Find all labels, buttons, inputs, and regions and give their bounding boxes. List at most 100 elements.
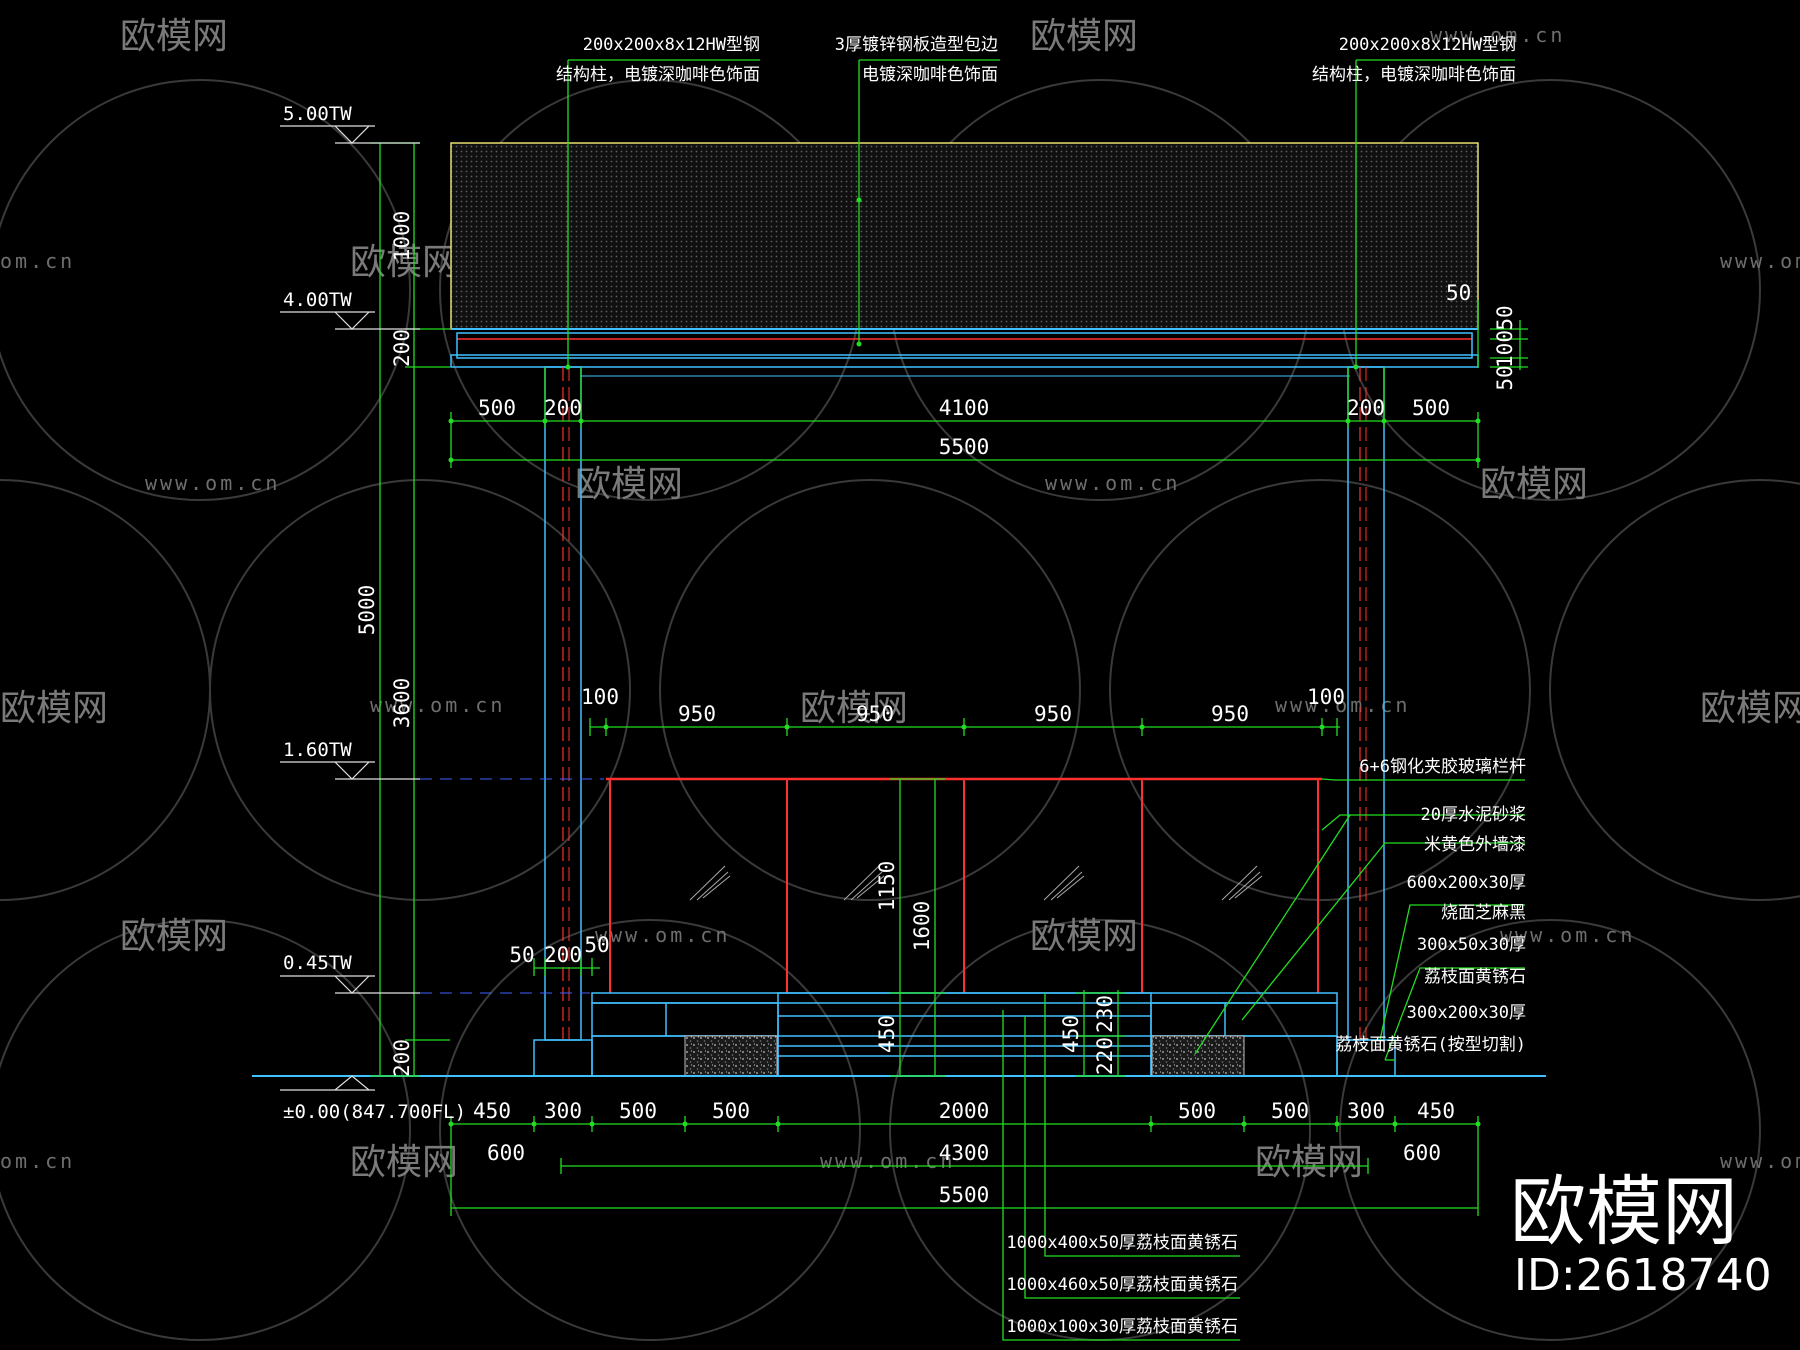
dim-glass-950-2: 950 [856,702,894,726]
wm-brand: 欧模网 [350,242,458,283]
note-granite1-2: 烧面芝麻黑 [1441,903,1526,923]
wm-url: www.om.cn [1045,471,1180,495]
wm-brand: 欧模网 [1700,688,1800,729]
dim-col-200: 200 [544,943,582,967]
dim-bot-4300: 4300 [939,1141,990,1165]
dim-200-bottom: 200 [390,1039,414,1077]
note-step3: 1000x100x30厚荔枝面黄锈石 [1006,1317,1238,1337]
note-mortar-1: 20厚水泥砂浆 [1421,805,1526,825]
dim-top-500-right: 500 [1412,396,1450,420]
wm-brand: 欧模网 [575,464,683,505]
dimension-lines [370,59,1528,1341]
dim-1150: 1150 [875,861,899,912]
dim-top-200-left: 200 [544,396,582,420]
dim-right-50b: 50 [1493,305,1517,330]
dim-1600: 1600 [910,901,934,952]
dim-right-50: 50 [1446,281,1471,305]
wm-url: www.om.cn [145,471,280,495]
wm-id-label: ID:2618740 [1514,1250,1772,1301]
dim-230: 230 [1093,995,1117,1033]
dim-bot-500-3: 500 [1178,1099,1216,1123]
dim-glass-950-4: 950 [1211,702,1249,726]
note-galv-plate-2: 电镀深咖啡色饰面 [862,65,998,85]
granite-fill-left [684,1035,778,1077]
wm-brand: 欧模网 [1030,16,1138,57]
watermark-texts: 欧模网 欧模网 www.om.cn om.cn 欧模网 www.om.cn 欧模… [0,16,1800,1183]
left-column [533,366,593,1077]
wm-url: www.om.cn [1720,1149,1800,1173]
dim-glass-100-left: 100 [581,685,619,709]
note-granite2-2: 荔枝面黄锈石 [1424,967,1526,987]
dim-1000: 1000 [390,211,414,262]
dim-bot-450-right: 450 [1417,1099,1455,1123]
dim-top-500-left: 500 [478,396,516,420]
level-rail-top: 1.60TW [283,739,352,761]
note-glass-rail: 6+6钢化夹胶玻璃栏杆 [1359,757,1526,777]
dim-top-4100: 4100 [939,396,990,420]
dim-bot-500-1: 500 [619,1099,657,1123]
wm-brand: 欧模网 [350,1142,458,1183]
wm-brand: 欧模网 [120,916,228,957]
wm-url: www.om.cn [820,1149,955,1173]
dim-450-step: 450 [1059,1015,1083,1053]
dim-top-5500: 5500 [939,435,990,459]
dim-col-50-left: 50 [509,943,534,967]
note-mortar-2: 米黄色外墙漆 [1424,835,1526,855]
right-column [1336,366,1396,1077]
dim-bot-450-left: 450 [473,1099,511,1123]
level-canopy-bottom: 4.00TW [283,289,352,311]
dim-220: 220 [1093,1037,1117,1075]
wm-brand: 欧模网 [1480,464,1588,505]
wm-brand: 欧模网 [0,688,108,729]
canopy [450,142,1479,377]
wm-url: www.om.cn [1275,693,1410,717]
wm-brand: 欧模网 [120,16,228,57]
note-galv-plate-1: 3厚镀锌钢板造型包边 [835,35,998,55]
wm-url: www.om.cn [595,923,730,947]
note-granite3-1: 300x200x30厚 [1407,1003,1526,1023]
note-hw-steel-left-2: 结构柱，电镀深咖啡色饰面 [556,65,760,85]
dim-3600: 3600 [390,678,414,729]
level-top: 5.00TW [283,103,352,125]
dim-glass-950-3: 950 [1034,702,1072,726]
note-step2: 1000x460x50厚荔枝面黄锈石 [1006,1275,1238,1295]
wm-url: www.om.cn [370,693,505,717]
wm-url: om.cn [0,1149,75,1173]
wm-brand: 欧模网 [1030,916,1138,957]
wm-brand: 欧模网 [1255,1142,1363,1183]
note-step1: 1000x400x50厚荔枝面黄锈石 [1006,1233,1238,1253]
dim-bot-300-right: 300 [1347,1099,1385,1123]
wm-brand: 欧模网 [800,688,908,729]
level-markers [280,125,420,1091]
wm-url: www.om.cn [1430,23,1565,47]
dim-bot-300-left: 300 [544,1099,582,1123]
note-hw-steel-left-1: 200x200x8x12HW型钢 [583,35,760,55]
note-granite1-1: 600x200x30厚 [1407,873,1526,893]
dim-glass-100-right: 100 [1307,685,1345,709]
granite-fill-right [1151,1035,1245,1077]
dim-200-top: 200 [390,329,414,367]
note-hw-steel-right-1: 200x200x8x12HW型钢 [1339,35,1516,55]
dim-glass-950-1: 950 [678,702,716,726]
dim-right-100: 100 [1493,330,1517,368]
dim-bot-500-2: 500 [712,1099,750,1123]
wm-url: www.om.cn [1720,249,1800,273]
wm-url: om.cn [0,249,75,273]
wm-url: www.om.cn [1500,923,1635,947]
dim-bot-5500: 5500 [939,1183,990,1207]
dim-bot-600-right: 600 [1403,1141,1441,1165]
dim-450-center: 450 [875,1015,899,1053]
note-hw-steel-right-2: 结构柱，电镀深咖啡色饰面 [1312,65,1516,85]
dim-top-200-right: 200 [1347,396,1385,420]
dim-5000: 5000 [355,585,379,636]
dim-right-50c: 50 [1493,365,1517,390]
dim-bot-500-4: 500 [1271,1099,1309,1123]
level-plinth-top: 0.45TW [283,952,352,974]
note-granite3-2: 荔枝面黄锈石(按型切割) [1336,1035,1526,1055]
dimension-ticks [448,197,1481,1127]
dim-bot-600-left: 600 [487,1141,525,1165]
level-ground: ±0.00(847.700FL) [283,1101,466,1123]
note-granite2-1: 300x50x30厚 [1417,935,1526,955]
wm-brand-large: 欧模网 [1510,1167,1738,1256]
